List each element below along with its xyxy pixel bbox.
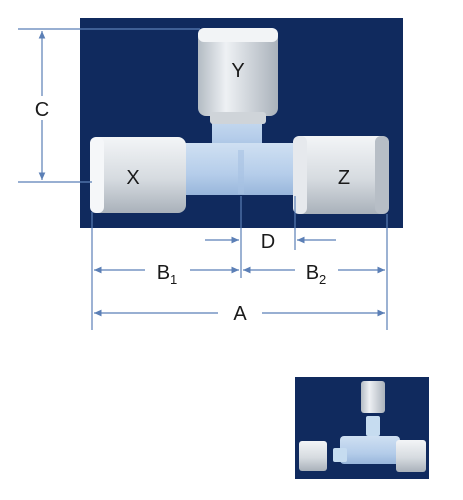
dimension-b2-label: B2 bbox=[306, 262, 327, 287]
dimension-b1-letter: B bbox=[157, 262, 170, 284]
dimension-b2-subscript: 2 bbox=[319, 272, 326, 287]
right-nut bbox=[293, 136, 389, 214]
dimension-c-label: C bbox=[35, 99, 49, 121]
dimension-b1-label: B1 bbox=[157, 262, 178, 287]
dimension-a-label: A bbox=[233, 303, 247, 325]
dimension-d-label: D bbox=[261, 231, 275, 253]
left-nut bbox=[90, 137, 186, 213]
extension-lines bbox=[91, 196, 388, 330]
exploded-tee-fitting-thumbnail-icon bbox=[295, 377, 429, 479]
dimension-b2-letter: B bbox=[306, 262, 319, 284]
port-label-right: Z bbox=[338, 167, 350, 189]
dimension-b1-subscript: 1 bbox=[170, 272, 177, 287]
top-nut bbox=[198, 28, 278, 124]
port-label-left: X bbox=[126, 167, 139, 189]
port-label-top: Y bbox=[231, 60, 244, 82]
